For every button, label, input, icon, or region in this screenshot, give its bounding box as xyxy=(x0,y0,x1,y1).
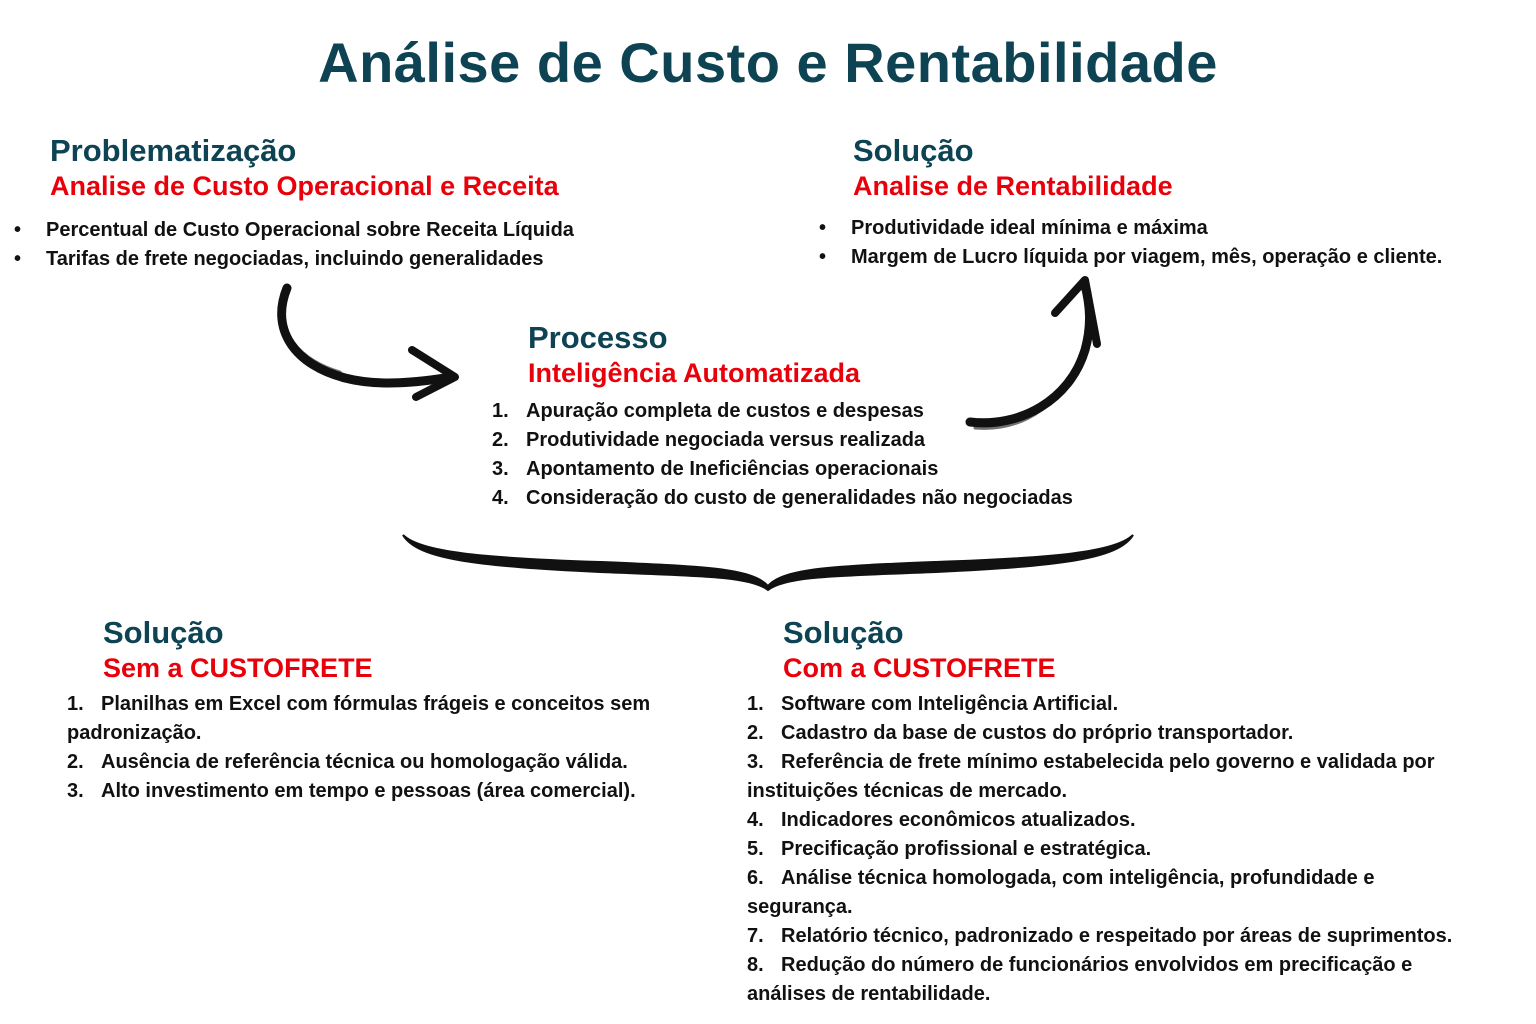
process-section: Processo Inteligência Automatizada xyxy=(528,320,860,390)
list-item: 5. Precificação profissional e estratégic… xyxy=(747,835,1527,864)
list-item: Produtividade ideal mínima e máxima xyxy=(817,214,1442,243)
without-heading: Solução xyxy=(103,615,224,650)
curly-brace-icon xyxy=(402,534,1134,592)
list-item: 4. Indicadores econômicos atualizados. xyxy=(747,806,1527,835)
without-subheading: Sem a CUSTOFRETE xyxy=(103,653,373,683)
item-number: 1. xyxy=(492,400,509,422)
item-number: 3. xyxy=(492,458,509,480)
curved-arrow-left-icon xyxy=(277,283,459,401)
item-number: 1. xyxy=(747,693,764,715)
item-text: Redução do número de funcionários envolv… xyxy=(747,954,1413,1005)
item-text: Apuração completa de custos e despesas xyxy=(526,400,924,422)
item-text: Cadastro da base de custos do próprio tr… xyxy=(781,722,1294,744)
item-text: Indicadores econômicos atualizados. xyxy=(781,809,1136,831)
problem-subheading: Analise de Custo Operacional e Receita xyxy=(50,171,559,201)
without-section: Solução Sem a CUSTOFRETE xyxy=(103,615,373,685)
item-text: Software com Inteligência Artificial. xyxy=(781,693,1119,715)
item-text: Apontamento de Ineficiências operacionai… xyxy=(526,458,939,480)
item-number: 2. xyxy=(492,429,509,451)
item-text: Relatório técnico, padronizado e respeit… xyxy=(781,925,1453,947)
item-text: Ausência de referência técnica ou homolo… xyxy=(101,751,628,773)
item-number: 1. xyxy=(67,693,84,715)
item-text: Alto investimento em tempo e pessoas (ár… xyxy=(101,780,636,802)
process-heading: Processo xyxy=(528,320,668,355)
item-number: 5. xyxy=(747,838,764,860)
solution-top-subheading: Analise de Rentabilidade xyxy=(853,171,1173,201)
solution-top-list: Produtividade ideal mínima e máxima Marg… xyxy=(817,214,1442,272)
list-item: 2. Ausência de referência técnica ou homo… xyxy=(67,748,682,777)
list-item: 3. Alto investimento em tempo e pessoas (… xyxy=(67,777,682,806)
problem-heading: Problematização xyxy=(50,133,297,168)
list-item: 3. Apontamento de Ineficiências operacion… xyxy=(492,455,1073,484)
item-number: 4. xyxy=(747,809,764,831)
item-number: 7. xyxy=(747,925,764,947)
list-item: Tarifas de frete negociadas, incluindo g… xyxy=(12,245,574,274)
item-number: 2. xyxy=(67,751,84,773)
list-item: Margem de Lucro líquida por viagem, mês,… xyxy=(817,243,1442,272)
with-heading: Solução xyxy=(783,615,904,650)
list-item: 4. Consideração do custo de generalidades… xyxy=(492,484,1073,513)
item-number: 8. xyxy=(747,954,764,976)
list-item: 2. Produtividade negociada versus realiza… xyxy=(492,426,1073,455)
problem-list: Percentual de Custo Operacional sobre Re… xyxy=(12,216,574,274)
item-number: 6. xyxy=(747,867,764,889)
item-text: Consideração do custo de generalidades n… xyxy=(526,487,1073,509)
solution-top-heading: Solução xyxy=(853,133,974,168)
curved-arrow-right-icon xyxy=(965,276,1101,430)
list-item: Percentual de Custo Operacional sobre Re… xyxy=(12,216,574,245)
with-list: 1.Software com Inteligência Artificial. … xyxy=(747,690,1527,1009)
without-list: 1.Planilhas em Excel com fórmulas frágei… xyxy=(67,690,682,806)
item-number: 4. xyxy=(492,487,509,509)
problem-section: Problematização Analise de Custo Operaci… xyxy=(50,133,559,203)
item-text: Planilhas em Excel com fórmulas frágeis … xyxy=(67,693,651,744)
item-text: Produtividade negociada versus realizada xyxy=(526,429,926,451)
list-item: 3.Referência de frete mínimo estabelecid… xyxy=(747,748,1527,806)
page-title: Análise de Custo e Rentabilidade xyxy=(318,31,1218,94)
item-number: 2. xyxy=(747,722,764,744)
item-text: Referência de frete mínimo estabelecida … xyxy=(747,751,1435,802)
list-item: 2. Cadastro da base de custos do próprio … xyxy=(747,719,1527,748)
solution-top-section: Solução Analise de Rentabilidade xyxy=(853,133,1173,203)
process-subheading: Inteligência Automatizada xyxy=(528,358,861,388)
list-item: 6.Análise técnica homologada, com inteli… xyxy=(747,864,1427,922)
list-item: 1. Software com Inteligência Artificial. xyxy=(747,690,1527,719)
process-list: 1. Apuração completa de custos e despesas… xyxy=(492,397,1073,513)
with-subheading: Com a CUSTOFRETE xyxy=(783,653,1056,683)
list-item: 1. Apuração completa de custos e despesas xyxy=(492,397,1073,426)
item-number: 3. xyxy=(747,751,764,773)
item-text: Análise técnica homologada, com inteligê… xyxy=(747,867,1375,918)
list-item: 1.Planilhas em Excel com fórmulas frágei… xyxy=(67,690,682,748)
list-item: 7. Relatório técnico, padronizado e respe… xyxy=(747,922,1527,951)
item-text: Precificação profissional e estratégica. xyxy=(781,838,1152,860)
item-number: 3. xyxy=(67,780,84,802)
with-section: Solução Com a CUSTOFRETE xyxy=(783,615,1056,685)
list-item: 8.Redução do número de funcionários envo… xyxy=(747,951,1477,1009)
